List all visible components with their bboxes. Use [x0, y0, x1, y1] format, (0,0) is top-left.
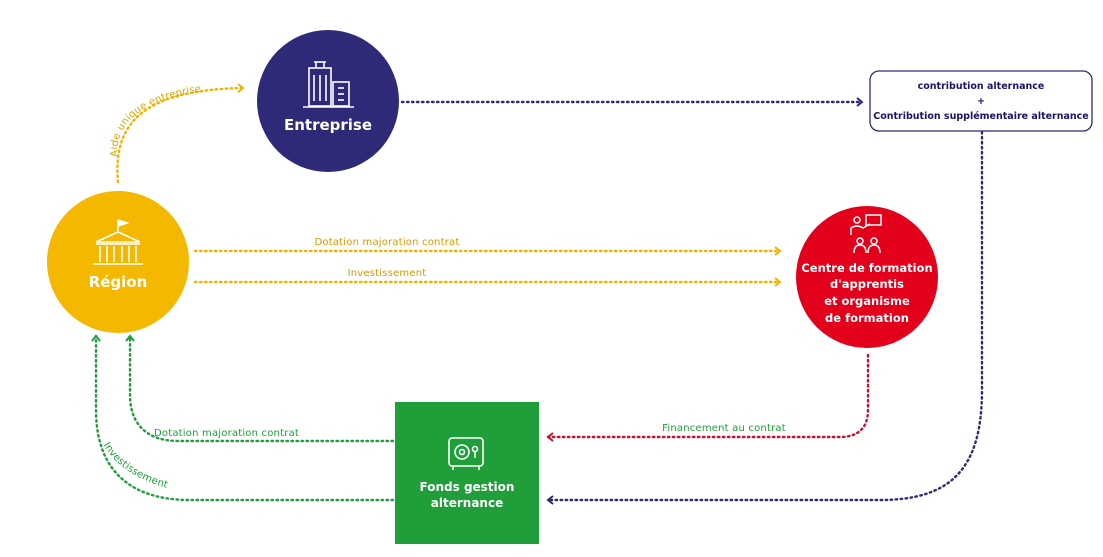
- edge-aide-unique: [116, 83, 245, 184]
- label-investissement-bottom: Investissement: [101, 441, 169, 491]
- contribution-line-1: contribution alternance: [918, 81, 1045, 92]
- contribution-line-2: Contribution supplémentaire alternance: [873, 111, 1089, 122]
- centre-label-line-4: de formation: [825, 311, 909, 325]
- node-centre-formation: Centre de formation d'apprentis et organ…: [796, 206, 938, 348]
- entreprise-label: Entreprise: [284, 116, 372, 134]
- government-building-icon: [93, 219, 143, 265]
- label-financement: Financement au contrat: [662, 423, 786, 434]
- label-dotation-top: Dotation majoration contrat: [315, 237, 460, 248]
- edge-contribution-fonds: [546, 130, 984, 505]
- office-building-icon: [303, 61, 354, 108]
- label-dotation-bottom: Dotation majoration contrat: [154, 428, 299, 439]
- centre-label-line-3: et organisme: [824, 294, 910, 308]
- edge-dotation-bottom: [125, 334, 395, 443]
- node-region: Région: [47, 191, 189, 333]
- region-label: Région: [89, 273, 148, 291]
- label-aide-unique: Aide unique entreprise: [109, 84, 202, 157]
- centre-label-line-2: d'apprentis: [830, 277, 904, 291]
- contribution-box: contribution alternance + Contribution s…: [869, 70, 1093, 132]
- teacher-students-icon: [850, 214, 882, 254]
- contribution-plus: +: [977, 96, 985, 107]
- centre-label-line-1: Centre de formation: [801, 261, 932, 275]
- safe-icon: [448, 437, 484, 470]
- label-investissement-top: Investissement: [348, 268, 427, 279]
- edge-investissement-bottom: [91, 334, 395, 502]
- fonds-label-line-1: Fonds gestion: [420, 480, 515, 494]
- fonds-label-line-2: alternance: [431, 496, 503, 510]
- node-entreprise: Entreprise: [257, 30, 399, 172]
- node-fonds-gestion: Fonds gestion alternance: [395, 402, 539, 544]
- edge-financement: [546, 353, 870, 442]
